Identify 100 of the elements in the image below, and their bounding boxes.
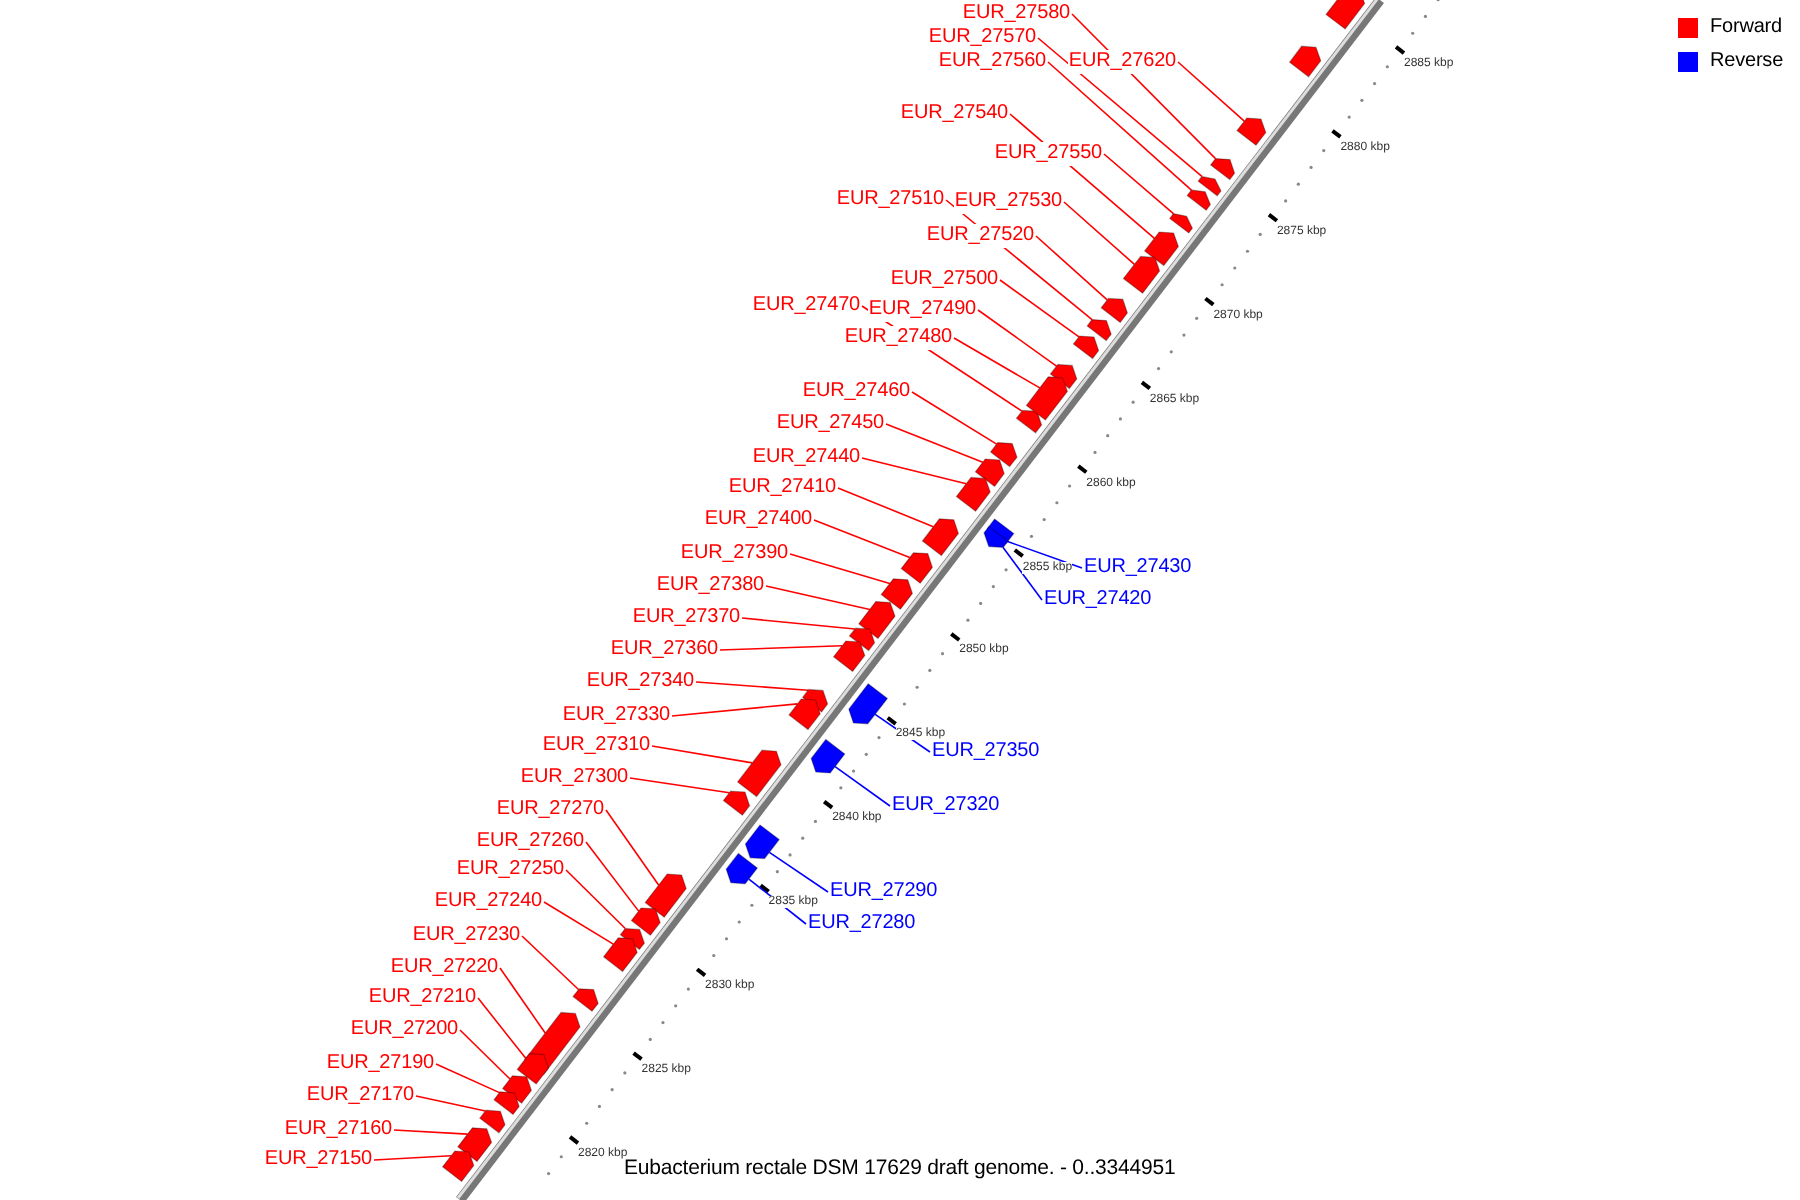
leader-line (768, 851, 829, 893)
leader-line (1047, 61, 1193, 191)
gene-block (630, 907, 661, 937)
gene-block (516, 1052, 550, 1085)
leader-line (813, 519, 911, 559)
gene-label: EUR_27300 (520, 765, 628, 789)
gene-block (810, 738, 846, 774)
leader-line (393, 1129, 469, 1135)
leader-line (999, 279, 1080, 338)
gene-block (478, 1109, 506, 1134)
leader-line (459, 1029, 511, 1080)
gene-block (725, 852, 759, 885)
leader-line (629, 777, 731, 794)
gene-label: EUR_27550 (994, 141, 1102, 165)
gene-block (832, 640, 866, 673)
leader-line (834, 765, 891, 807)
gene-label: EUR_27250 (456, 857, 564, 881)
gene-block (1015, 409, 1043, 434)
gene-block (441, 1150, 475, 1183)
leader-line (741, 617, 856, 630)
gene-label: EUR_27350 (932, 739, 1040, 763)
gene-block (1143, 231, 1180, 267)
gene-block (1072, 335, 1100, 360)
gene-label: EUR_27570 (928, 25, 1036, 49)
leader-line (1002, 546, 1043, 601)
leader-line (1037, 37, 1203, 178)
leader-line (837, 487, 935, 528)
gene-block (1209, 157, 1236, 181)
gene-label: EUR_27220 (390, 955, 498, 979)
gene-label: EUR_27170 (306, 1083, 414, 1107)
leader-line (499, 967, 546, 1034)
leader-line (373, 1154, 452, 1161)
gene-block (1086, 318, 1112, 342)
gene-block (857, 600, 896, 640)
gene-label: EUR_27310 (542, 733, 650, 757)
gene-block (1122, 255, 1161, 295)
gene-label: EUR_27530 (954, 189, 1062, 213)
gene-label: EUR_27430 (1084, 555, 1192, 579)
leader-line (765, 585, 871, 611)
leader-line (477, 997, 527, 1060)
gene-block (1168, 212, 1194, 234)
gene-label: EUR_27260 (476, 829, 584, 853)
gene-label: EUR_27490 (868, 297, 976, 321)
gene-block (1100, 297, 1129, 324)
gene-label: EUR_27580 (962, 1, 1070, 25)
gene-label: EUR_27620 (1068, 49, 1176, 73)
gene-block (493, 1091, 520, 1116)
leader-line (651, 745, 754, 764)
leader-line (953, 337, 1041, 389)
leader-line (1103, 153, 1175, 215)
gene-block (572, 988, 599, 1013)
gene-block (1025, 376, 1069, 421)
leader-line (605, 809, 660, 886)
gene-label: EUR_27270 (496, 797, 604, 821)
gene-label: EUR_27280 (808, 911, 916, 935)
gene-label: EUR_27160 (284, 1117, 392, 1141)
gene-label: EUR_27190 (326, 1051, 434, 1075)
gene-label: EUR_27240 (434, 889, 542, 913)
gene-block (848, 682, 889, 725)
gene-label: EUR_27560 (938, 49, 1046, 73)
gene-block (501, 1075, 533, 1105)
caption: Eubacterium rectale DSM 17629 draft genome. - 0..3344951 (624, 1156, 1176, 1180)
leader-line (885, 423, 984, 464)
gene-block (900, 552, 934, 585)
gene-block (736, 749, 782, 798)
leader-line (789, 553, 891, 585)
gene-label: EUR_27420 (1044, 587, 1152, 611)
gene-block (983, 525, 1009, 548)
gene-label: EUR_27370 (632, 605, 740, 629)
leader-line (1063, 201, 1136, 266)
leader-line (521, 935, 580, 991)
gene-label: EUR_27290 (830, 879, 938, 903)
gene-block (989, 441, 1018, 468)
gene-block (456, 1127, 493, 1163)
gene-block (644, 873, 687, 919)
gene-label: EUR_27510 (836, 187, 944, 211)
gene-label: EUR_27230 (412, 923, 520, 947)
gene-block (1288, 45, 1322, 78)
gene-block (722, 790, 751, 817)
gene-label: EUR_27390 (680, 541, 788, 565)
gene-label: EUR_27440 (752, 445, 860, 469)
gene-block (1186, 189, 1212, 212)
gene-label: EUR_27340 (586, 669, 694, 693)
leader-line (565, 869, 627, 930)
gene-block (955, 476, 991, 513)
leader-line (911, 391, 998, 445)
leader-line (435, 1063, 501, 1094)
gene-label: EUR_27450 (776, 411, 884, 435)
leader-line (1006, 540, 1083, 569)
leader-line (977, 309, 1058, 367)
gene-block (1236, 117, 1267, 147)
leader-line (719, 645, 843, 651)
gene-block (1325, 0, 1366, 30)
leader-line (585, 841, 640, 912)
gene-label: EUR_27460 (802, 379, 910, 403)
gene-label: EUR_27540 (900, 101, 1008, 125)
gene-label: EUR_27480 (844, 325, 952, 349)
gene-block (1197, 175, 1222, 197)
gene-label: EUR_27380 (656, 573, 764, 597)
gene-block (921, 518, 960, 557)
